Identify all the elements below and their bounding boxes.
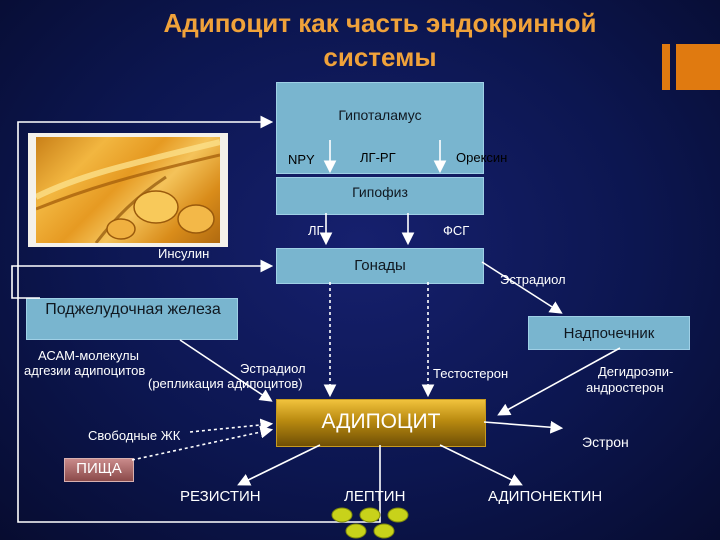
insulin-line (11, 259, 274, 299)
hypothalamus-box: Гипоталамус (276, 82, 484, 174)
cell-micrograph-image (36, 137, 220, 243)
feedback-loop-line (17, 115, 381, 523)
lh-rh-label: ЛГ-РГ (360, 150, 396, 165)
estrone-label: Эстрон (582, 434, 629, 450)
estradiol-mid-label-1: Эстрадиол (240, 361, 306, 376)
acam-label-1: АСАМ-молекулы (38, 348, 139, 363)
dhea-arrow (497, 347, 621, 416)
testosterone-label: Тестостерон (433, 366, 509, 381)
resistin-label: РЕЗИСТИН (180, 488, 261, 505)
estradiol-arrow-top (481, 261, 563, 314)
adiponectin-arrow (439, 444, 523, 486)
leptin-dot (345, 523, 367, 539)
decorative-bar (662, 44, 670, 90)
leptin-dot (359, 507, 381, 523)
leptin-dot (387, 507, 409, 523)
micrograph-drawing (36, 139, 220, 243)
npy-label: NPY (288, 152, 315, 167)
acam-arrow (179, 339, 273, 402)
dhea-label-1: Дегидроэпи- (598, 364, 674, 379)
pituitary-label: Гипофиз (352, 184, 408, 200)
pituitary-box: Гипофиз (276, 177, 484, 215)
free-fa-arrow (189, 418, 274, 433)
acam-label-2: адгезии адипоцитов (24, 363, 146, 378)
adipocyte-box: АДИПОЦИТ (276, 399, 486, 447)
free-fa-label: Свободные ЖК (88, 428, 181, 443)
gonads-label: Гонады (354, 257, 406, 274)
adrenal-box: Надпочечник (528, 316, 690, 350)
leptin-label: ЛЕПТИН (344, 488, 406, 505)
pancreas-label: Поджелудочная железа (45, 301, 221, 318)
page-title: Адипоцит как часть эндокринной системы (163, 8, 597, 72)
food-label: ПИЩА (76, 460, 122, 477)
food-box: ПИЩА (64, 458, 134, 482)
resistin-arrow (237, 444, 321, 486)
adipocyte-label: АДИПОЦИТ (321, 410, 441, 433)
estradiol-top-label: Эстрадиол (500, 272, 566, 287)
insulin-label: Инсулин (158, 246, 210, 261)
gonads-box: Гонады (276, 248, 484, 284)
fsh-label: ФСГ (443, 223, 470, 238)
pancreas-box: Поджелудочная железа (26, 298, 238, 340)
dhea-label-2: андростерон (586, 380, 664, 395)
adiponectin-label: АДИПОНЕКТИН (488, 488, 603, 505)
adrenal-label: Надпочечник (563, 325, 655, 342)
hypothalamus-label: Гипоталамус (338, 107, 422, 123)
lh-label: ЛГ (308, 223, 324, 238)
orexin-label: Орексин (456, 150, 508, 165)
decorative-block (676, 44, 720, 90)
estrone-arrow (483, 420, 564, 434)
leptin-dot (373, 523, 395, 539)
leptin-dot (331, 507, 353, 523)
estradiol-mid-label-2: (репликация адипоцитов) (148, 376, 303, 391)
